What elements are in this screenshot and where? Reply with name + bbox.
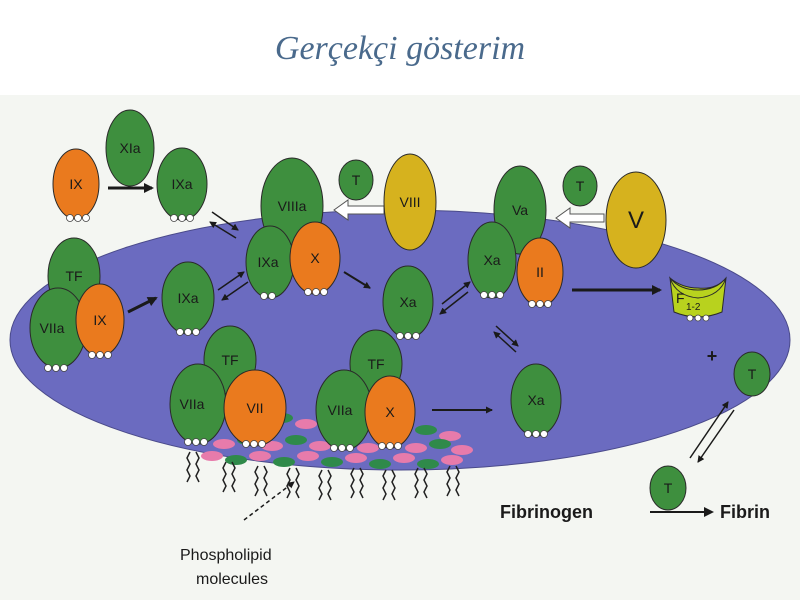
label-t-viii: T xyxy=(352,172,361,188)
label-viiia: VIIIa xyxy=(278,198,307,214)
label-va: Va xyxy=(512,202,528,218)
arrow-ixa-exchange-1 xyxy=(211,211,239,231)
arrow-viiia-exchange-2 xyxy=(221,281,249,301)
label-fibrin: Fibrin xyxy=(720,502,770,522)
label-t-bottom: T xyxy=(664,480,673,496)
label-ii: II xyxy=(536,264,544,280)
label-phospholipid-line2: molecules xyxy=(196,571,268,588)
factors xyxy=(29,109,771,511)
factor-t-viii-oval xyxy=(338,159,374,201)
label-fibrinogen: Fibrinogen xyxy=(500,502,593,522)
page-title: Gerçekçi gösterim xyxy=(274,30,526,67)
label-tf-low1: TF xyxy=(221,352,238,368)
arrow-xa-low-exchange-1 xyxy=(495,325,519,347)
arrow-viii-to-viiia xyxy=(333,199,385,221)
factor-t-right-oval xyxy=(733,351,771,397)
arrow-xa-exchange-1 xyxy=(441,281,471,305)
label-ix-top: IX xyxy=(69,176,83,192)
label-xa-low: Xa xyxy=(527,392,544,408)
factor-labels: XIa IX IXa VIIIa T VIII Va T V TF VIIa I… xyxy=(40,140,757,496)
label-v: V xyxy=(628,207,644,234)
label-t-v: T xyxy=(576,178,585,194)
arrow-tf-ix-to-ixa xyxy=(127,296,158,314)
arrow-tenase-to-xa xyxy=(343,271,371,289)
label-viii: VIII xyxy=(399,194,420,210)
binding-dots xyxy=(44,214,710,452)
label-ixa-comp: IXa xyxy=(257,254,278,270)
reaction-arrows xyxy=(108,183,735,521)
label-ixa-top: IXa xyxy=(171,176,192,192)
label-tf-left: TF xyxy=(65,268,82,284)
factor-xia-oval xyxy=(105,109,155,187)
label-x-low2: X xyxy=(385,404,395,420)
factor-f12-shape xyxy=(668,276,727,318)
label-viia-low1: VIIa xyxy=(180,396,205,412)
arrow-ixa-exchange-2 xyxy=(209,221,237,239)
label-vii: VII xyxy=(246,400,263,416)
label-viia-low2: VIIa xyxy=(328,402,353,418)
arrow-xa-exchange-2 xyxy=(439,291,469,315)
factor-t-v-oval xyxy=(562,165,598,207)
label-tf-low2: TF xyxy=(367,356,384,372)
label-xia: XIa xyxy=(119,140,140,156)
label-xa-mid: Xa xyxy=(399,294,416,310)
label-t-right: T xyxy=(748,366,757,382)
label-ixa-mid: IXa xyxy=(177,290,198,306)
arrow-t-exchange-2 xyxy=(697,409,735,463)
label-phospholipid-line1: Phospholipid xyxy=(180,547,272,564)
label-plus: + xyxy=(707,346,718,366)
arrow-xa-low-exchange-2 xyxy=(493,331,517,353)
arrow-viiia-exchange-1 xyxy=(217,271,245,291)
arrow-v-to-va xyxy=(555,207,605,229)
phospholipid-tails xyxy=(186,451,460,501)
arrow-phospholipid-pointer xyxy=(243,481,295,521)
label-f12: F xyxy=(676,290,685,306)
factor-v-oval xyxy=(605,171,667,269)
arrow-t-exchange-1 xyxy=(689,401,729,459)
label-x-comp: X xyxy=(310,250,320,266)
white-arrows xyxy=(333,199,605,229)
label-xa-comp: Xa xyxy=(483,252,500,268)
caption-labels: Fibrinogen Fibrin Phospholipid molecules xyxy=(180,502,770,588)
factor-viii-oval xyxy=(383,153,437,251)
label-viia-left: VIIa xyxy=(40,320,65,336)
label-f12-sub: 1-2 xyxy=(686,302,701,313)
label-ix-left: IX xyxy=(93,312,107,328)
factor-t-bottom-oval xyxy=(649,465,687,511)
